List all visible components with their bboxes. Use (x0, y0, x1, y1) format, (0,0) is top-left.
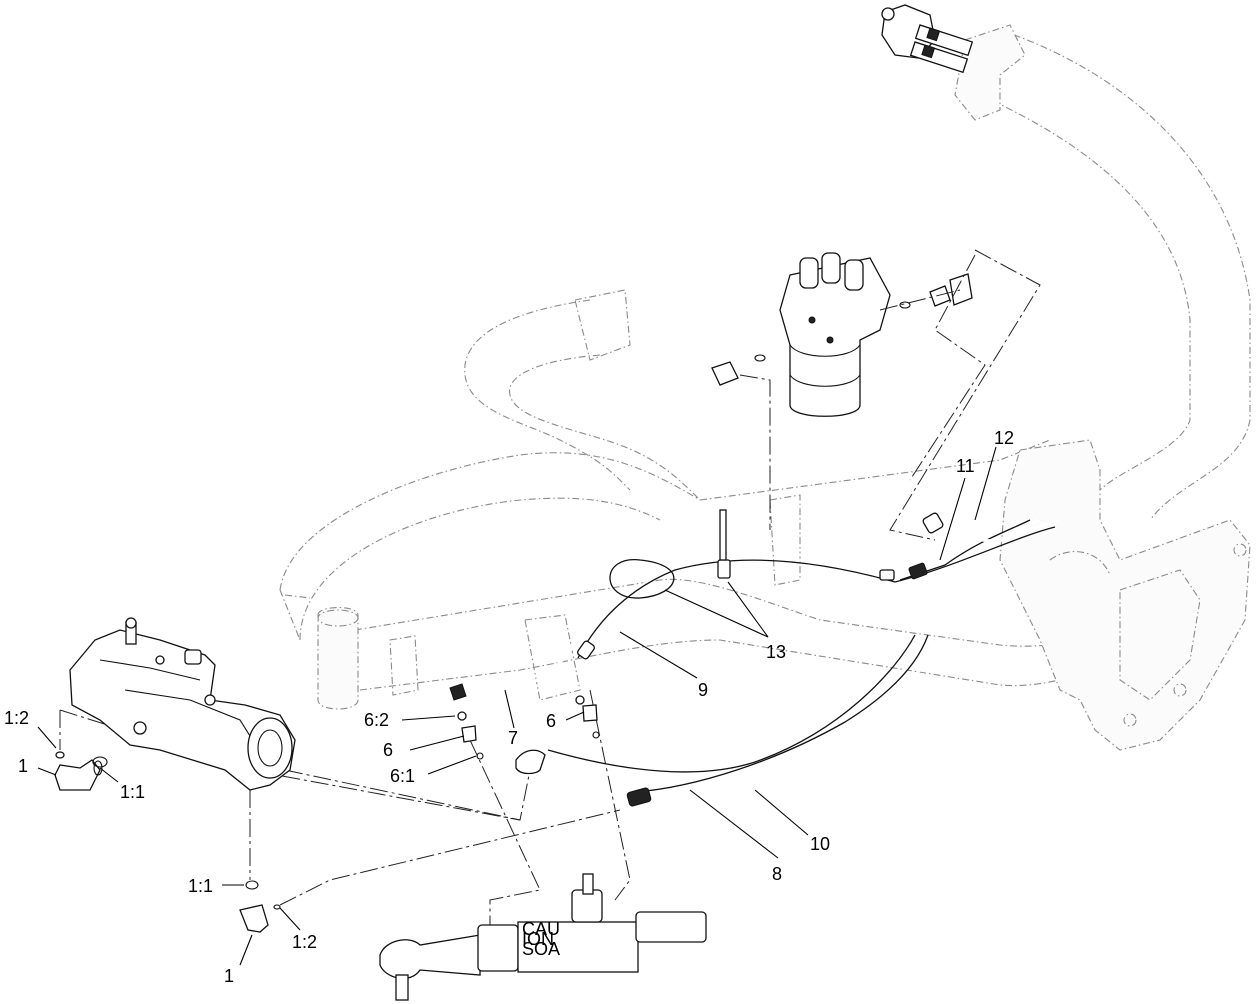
hydraulic-pump (69, 617, 296, 791)
callout-1-2-bottom: 1:2 (292, 932, 317, 952)
callout-8: 8 (772, 864, 782, 884)
cylinder-label-line-3: SOA (522, 939, 560, 959)
leader-lines (37, 446, 997, 966)
axle-bracket (999, 439, 1251, 751)
elbow-fitting-bottom (239, 880, 281, 933)
cylinder-label-line-1: CAU (522, 919, 560, 939)
callout-9: 9 (698, 680, 708, 700)
steering-column-tube (954, 24, 1251, 521)
callout-1-bottom: 1 (224, 966, 234, 986)
callout-13: 13 (766, 642, 786, 662)
elbow-fitting-top (54, 751, 108, 791)
callout-1-2-top: 1:2 (4, 708, 29, 728)
callout-6-1: 6:1 (390, 766, 415, 786)
callout-1-1-bottom: 1:1 (188, 876, 213, 896)
callout-11: 11 (956, 456, 975, 476)
callout-7: 7 (508, 728, 518, 748)
callouts: 1 1:2 1:1 1:1 1:2 1 6:2 6 6:1 6 7 8 9 10… (4, 428, 1014, 986)
callout-6-2: 6:2 (364, 710, 389, 730)
frame-tube (464, 289, 1051, 501)
assembly-centerlines (59, 249, 1041, 930)
fittings-left-column (457, 711, 484, 760)
hose-fittings (449, 509, 944, 807)
callout-1-1-top: 1:1 (120, 782, 145, 802)
callout-10: 10 (810, 834, 830, 854)
steering-valve-top (881, 4, 974, 74)
callout-6-right: 6 (546, 711, 556, 731)
callout-1-top: 1 (18, 756, 28, 776)
steering-cylinder: CAU ION SOA (379, 873, 707, 1001)
steering-control-valve (711, 252, 973, 417)
cylinder-label-line-2: ION (522, 929, 554, 949)
fittings-right-column (575, 695, 600, 739)
callout-12: 12 (994, 428, 1014, 448)
hoses (454, 518, 1061, 802)
callout-6-left: 6 (383, 740, 393, 760)
